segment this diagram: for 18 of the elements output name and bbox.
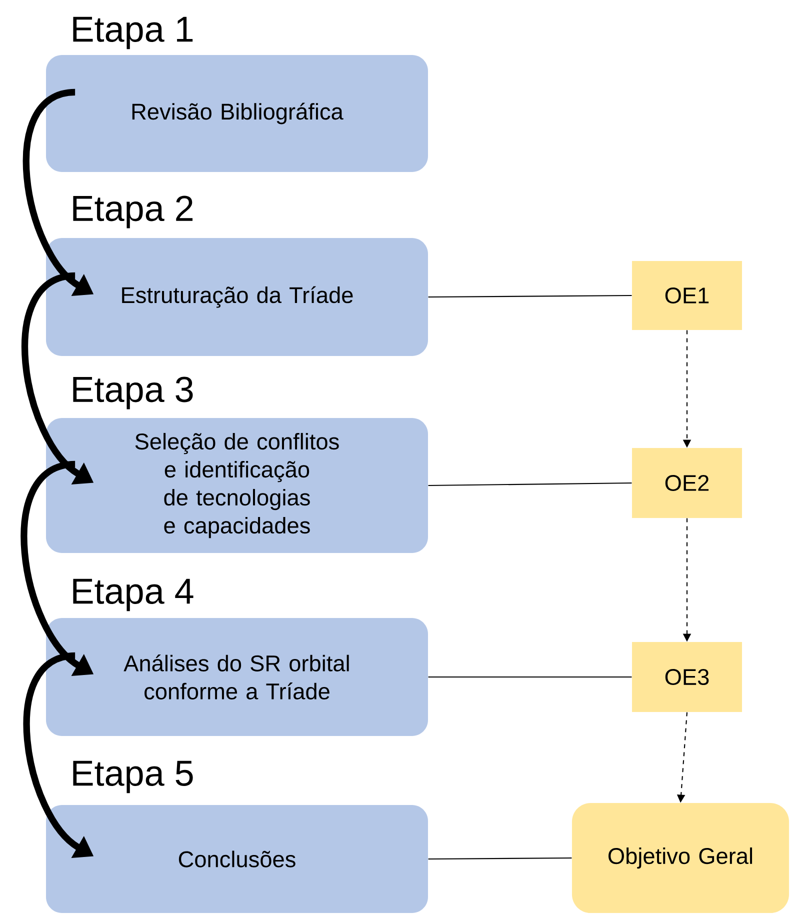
connector-line xyxy=(428,294,632,298)
connector-line xyxy=(428,482,632,486)
objective-box: OE1 xyxy=(632,260,742,330)
stage-heading: Etapa 5 xyxy=(73,760,193,794)
process-box: Conclusões xyxy=(46,805,428,913)
process-box: Análises do SR orbital conforme a Tríade xyxy=(46,618,428,736)
objective-box: OE3 xyxy=(632,642,742,712)
connector-line xyxy=(428,676,632,678)
stage-heading: Etapa 2 xyxy=(73,196,193,228)
process-box: Revisão Bibliográfica xyxy=(46,54,428,172)
stage-heading: Etapa 1 xyxy=(73,16,193,50)
process-box: Estruturação da Tríade xyxy=(46,238,428,356)
stage-heading: Etapa 4 xyxy=(73,578,194,612)
objective-box: Objetivo Geral xyxy=(572,803,790,913)
connector-line xyxy=(428,857,572,860)
objective-box: OE2 xyxy=(632,448,742,518)
process-box: Seleção de conflitos e identificação de tecnologias e capacidades xyxy=(46,418,428,553)
stage-heading: Etapa 3 xyxy=(73,376,193,410)
